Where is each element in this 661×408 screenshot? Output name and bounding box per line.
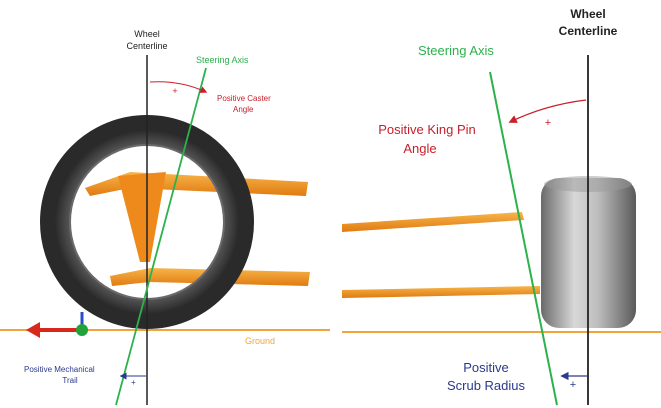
right-wheel-centerline-label-1: Wheel [570, 7, 605, 21]
kingpin-sign: + [545, 117, 551, 129]
trail-sign: + [131, 378, 136, 387]
left-steering-axis-label: Steering Axis [196, 55, 249, 65]
upright-knuckle [118, 172, 166, 262]
caster-sign: + [172, 86, 177, 96]
kingpin-angle-arrow [508, 99, 587, 123]
axis-triad-origin [76, 324, 88, 336]
right-steering-axis-line [489, 71, 558, 406]
trail-label-2: Trail [62, 376, 77, 385]
right-lower-arm [342, 286, 540, 298]
left-wheel-centerline-label-2: Centerline [126, 41, 167, 51]
kingpin-angle-label-1: Positive King Pin [378, 122, 476, 137]
left-wheel-centerline-label-1: Wheel [134, 29, 160, 39]
scrub-radius-label-1: Positive [463, 360, 509, 375]
trail-label-1: Positive Mechanical [24, 365, 95, 374]
left-ground-label: Ground [245, 336, 275, 346]
right-upper-arm [342, 212, 524, 232]
upper-control-arm [85, 172, 308, 196]
axis-triad-x-head [26, 322, 40, 338]
scrub-sign: + [570, 379, 576, 391]
scrub-radius-label-2: Scrub Radius [447, 378, 526, 393]
left-panel-caster-view: Ground Wheel Centerline Steering Axis + … [0, 29, 330, 406]
caster-angle-label-2: Angle [233, 105, 254, 114]
right-panel-kingpin-view: Wheel Centerline Steering Axis + Positiv… [342, 7, 661, 406]
right-steering-axis-label: Steering Axis [418, 43, 494, 58]
caster-angle-arrow [149, 81, 208, 93]
caster-angle-label-1: Positive Caster [217, 94, 271, 103]
right-wheel-centerline-label-2: Centerline [559, 24, 618, 38]
kingpin-angle-label-2: Angle [403, 141, 436, 156]
left-steering-axis-line [115, 67, 207, 406]
